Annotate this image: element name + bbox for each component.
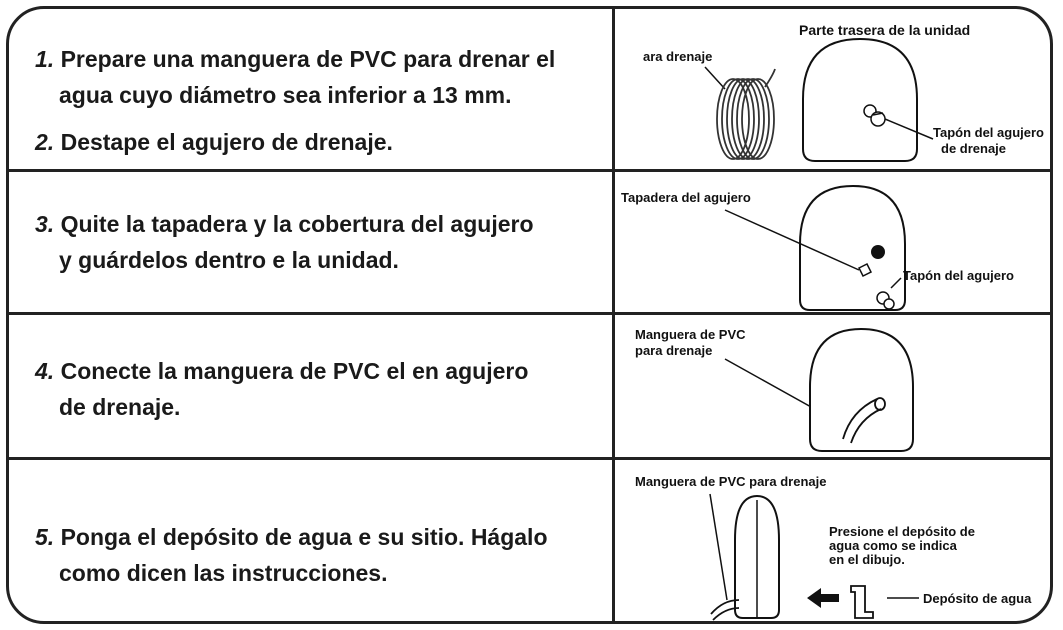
figure-unit-rear: Parte trasera de la unidad ara drenaje [615, 9, 1050, 169]
step-number: 3. [35, 211, 55, 237]
water-tank-icon [850, 585, 874, 619]
step-2: 2. Destape el agujero de drenaje. [35, 124, 393, 160]
step-text: Ponga el depósito de agua e su sitio. Há… [60, 524, 548, 550]
step-number: 4. [35, 358, 55, 384]
pvc-hose-icon [710, 599, 740, 621]
cover-label: Tapadera del agujero [621, 190, 751, 205]
step-number: 5. [35, 524, 55, 550]
hose-label: Manguera de PVC para drenaje [635, 474, 826, 489]
step-1: 1. Prepare una manguera de PVC para dren… [35, 41, 555, 113]
plug-leader-line [890, 277, 902, 289]
water-tank-drawing: Manguera de PVC para drenaje Presione el… [635, 474, 1032, 621]
coiled-hose-icon [716, 68, 776, 160]
hose-label: Manguera de PVC [635, 327, 746, 342]
step-number: 2. [35, 129, 55, 155]
plug-leader-line [884, 118, 934, 140]
figure-water-tank: Manguera de PVC para drenaje Presione el… [615, 460, 1050, 621]
press-instruction-line-2: agua como se indica [829, 538, 958, 553]
hose-label-continued: para drenaje [635, 343, 712, 358]
cover-leader-line [724, 209, 860, 271]
step-text: Quite la tapadera y la cobertura del agu… [60, 211, 534, 237]
drain-plug-icon [876, 291, 895, 310]
cover-removal-drawing: Tapadera del agujero Tapón del agujero [621, 184, 1014, 311]
cover-piece-icon [857, 262, 873, 278]
figure-hose-connect: Manguera de PVC para drenaje [615, 315, 1050, 457]
step-3: 3. Quite la tapadera y la cobertura del … [35, 206, 534, 278]
hose-leader-line [704, 66, 726, 90]
step-number: 1. [35, 46, 55, 72]
step-text: Conecte la manguera de PVC el en agujero [60, 358, 529, 384]
arrow-left-icon [807, 588, 839, 608]
instruction-table: 1. Prepare una manguera de PVC para dren… [6, 6, 1053, 624]
hose-leader-line [709, 493, 728, 601]
plug-label-continued: de drenaje [941, 141, 1006, 156]
unit-rear-drawing: Parte trasera de la unidad ara drenaje [643, 22, 1044, 162]
step-text-continued: agua cuyo diámetro sea inferior a 13 mm. [59, 82, 512, 108]
row-divider [9, 312, 1050, 315]
figure-cover-removal: Tapadera del agujero Tapón del agujero [615, 172, 1050, 312]
plug-label: Tapón del agujero [933, 125, 1044, 140]
step-text-continued: como dicen las instrucciones. [59, 560, 388, 586]
row-divider [9, 169, 1050, 172]
drain-plug-icon [863, 104, 886, 127]
unit-body-icon [799, 184, 906, 311]
pvc-hose-icon [842, 397, 886, 444]
hose-label: ara drenaje [643, 49, 712, 64]
unit-body-icon [809, 327, 914, 452]
press-instruction-line-3: en el dibujo. [829, 552, 905, 567]
column-divider [612, 9, 615, 621]
press-instruction: Presione el depósito de [829, 524, 975, 539]
unit-body-icon [802, 37, 918, 162]
step-4: 4. Conecte la manguera de PVC el en aguj… [35, 353, 528, 425]
plug-label: Tapón del agujero [903, 268, 1014, 283]
row-divider [9, 457, 1050, 460]
step-5: 5. Ponga el depósito de agua e su sitio.… [35, 519, 548, 591]
step-text-continued: y guárdelos dentro e la unidad. [59, 247, 399, 273]
tank-label: Depósito de agua [923, 591, 1032, 606]
drain-hole-icon [871, 245, 885, 259]
step-text: Prepare una manguera de PVC para drenar … [60, 46, 556, 72]
unit-rear-label: Parte trasera de la unidad [799, 22, 970, 38]
step-text-continued: de drenaje. [59, 394, 181, 420]
hose-connect-drawing: Manguera de PVC para drenaje [635, 327, 914, 452]
step-text: Destape el agujero de drenaje. [60, 129, 393, 155]
